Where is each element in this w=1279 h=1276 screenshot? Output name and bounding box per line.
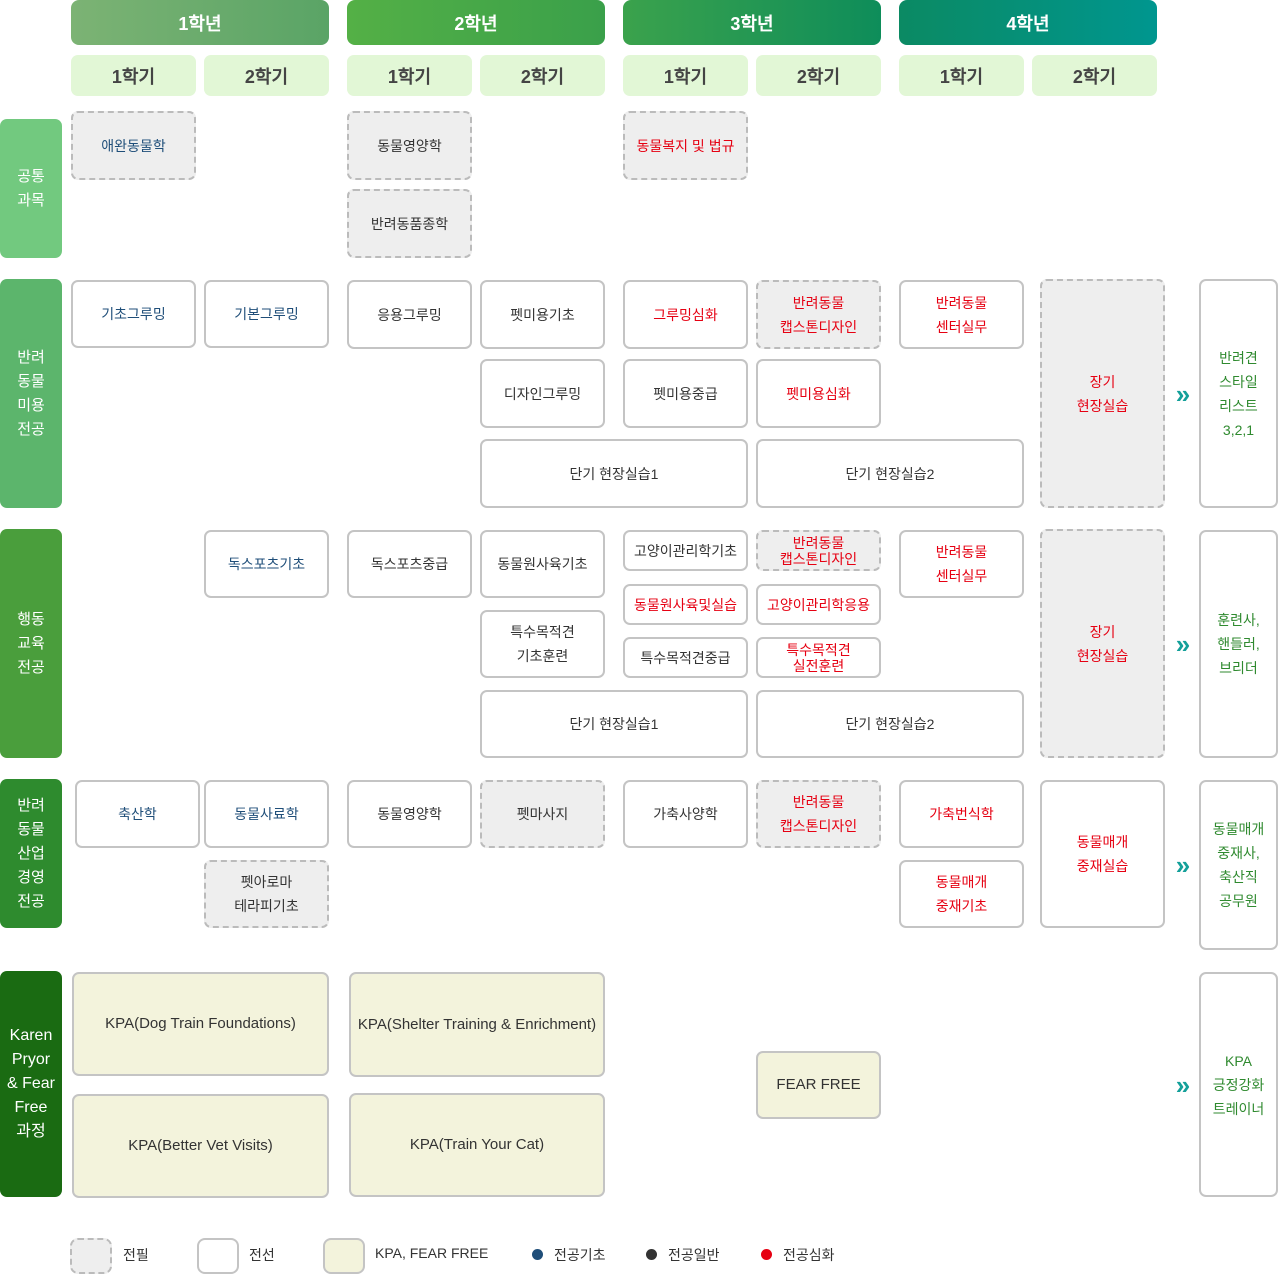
course: 장기 현장실습 — [1040, 279, 1165, 508]
semester-4-2: 2학기 — [1032, 55, 1157, 96]
course: 단기 현장실습2 — [756, 690, 1024, 758]
course: 단기 현장실습2 — [756, 439, 1024, 508]
course: 축산학 — [75, 780, 200, 848]
year-header-1: 1학년 — [71, 0, 329, 45]
legend-dot-basic — [532, 1249, 543, 1260]
course: 펫미용기초 — [480, 280, 605, 349]
course: 단기 현장실습1 — [480, 690, 748, 758]
semester-2-2: 2학기 — [480, 55, 605, 96]
course-kpa: KPA(Train Your Cat) — [349, 1093, 605, 1197]
double-chevron-right-icon: » — [1175, 379, 1191, 409]
legend-dot-general — [646, 1249, 657, 1260]
course: 기초그루밍 — [71, 280, 196, 348]
course: 동물사료학 — [204, 780, 329, 848]
course-fear-free: FEAR FREE — [756, 1051, 881, 1119]
legend-label: 전공심화 — [783, 1247, 835, 1263]
course: 반려동물 센터실무 — [899, 530, 1024, 598]
semester-1-2: 2학기 — [204, 55, 329, 96]
course: 고양이관리학기초 — [623, 530, 748, 571]
semester-1-1: 1학기 — [71, 55, 196, 96]
course: 독스포츠기초 — [204, 530, 329, 598]
course: 특수목적견 기초훈련 — [480, 610, 605, 678]
course: 가축번식학 — [899, 780, 1024, 848]
course: 가축사양학 — [623, 780, 748, 848]
legend-swatch-required — [70, 1238, 112, 1274]
row-label-behavior: 행동 교육 전공 — [0, 529, 62, 758]
course: 동물영양학 — [347, 111, 472, 180]
career-result: KPA 긍정강화 트레이너 — [1199, 972, 1278, 1197]
row-label-industry: 반려 동물 산업 경영 전공 — [0, 779, 62, 928]
course: 동물영양학 — [347, 780, 472, 848]
course: 펫마사지 — [480, 780, 605, 848]
year-header-3: 3학년 — [623, 0, 881, 45]
double-chevron-right-icon: » — [1175, 1070, 1191, 1100]
course: 반려동품종학 — [347, 189, 472, 258]
career-result: 동물매개 중재사, 축산직 공무원 — [1199, 780, 1278, 950]
course: 펫아로마 테라피기초 — [204, 860, 329, 928]
course: 동물원사육기초 — [480, 530, 605, 598]
course: 펫미용심화 — [756, 359, 881, 428]
double-chevron-right-icon: » — [1175, 629, 1191, 659]
course: 반려동물 캡스톤디자인 — [756, 280, 881, 349]
row-label-common: 공통 과목 — [0, 119, 62, 258]
course: 동물매개 중재실습 — [1040, 780, 1165, 928]
semester-4-1: 1학기 — [899, 55, 1024, 96]
legend-swatch-elective — [197, 1238, 239, 1274]
course-kpa: KPA(Dog Train Foundations) — [72, 972, 329, 1076]
course: 단기 현장실습1 — [480, 439, 748, 508]
course: 동물원사육및실습 — [623, 584, 748, 625]
course: 동물매개 중재기초 — [899, 860, 1024, 928]
course: 고양이관리학응용 — [756, 584, 881, 625]
double-chevron-right-icon: » — [1175, 850, 1191, 880]
career-result: 훈련사, 핸들러, 브리더 — [1199, 530, 1278, 758]
course: 디자인그루밍 — [480, 359, 605, 428]
year-header-2: 2학년 — [347, 0, 605, 45]
course: 기본그루밍 — [204, 280, 329, 348]
semester-2-1: 1학기 — [347, 55, 472, 96]
course: 특수목적견 실전훈련 — [756, 637, 881, 678]
course: 펫미용중급 — [623, 359, 748, 428]
legend-label: 전선 — [249, 1247, 275, 1263]
course: 장기 현장실습 — [1040, 529, 1165, 758]
legend-label: KPA, FEAR FREE — [375, 1245, 489, 1261]
legend-dot-advanced — [761, 1249, 772, 1260]
semester-3-1: 1학기 — [623, 55, 748, 96]
row-label-kpa: Karen Pryor & Fear Free 과정 — [0, 971, 62, 1197]
career-result: 반려견 스타일 리스트 3,2,1 — [1199, 279, 1278, 508]
course: 특수목적견중급 — [623, 637, 748, 678]
course: 응용그루밍 — [347, 280, 472, 349]
legend-swatch-kpa — [323, 1238, 365, 1274]
legend-label: 전공일반 — [668, 1247, 720, 1263]
semester-3-2: 2학기 — [756, 55, 881, 96]
course: 동물복지 및 법규 — [623, 111, 748, 180]
course: 반려동물 캡스톤디자인 — [756, 780, 881, 848]
legend-label: 전공기초 — [554, 1247, 606, 1263]
course: 반려동물 센터실무 — [899, 280, 1024, 349]
course: 독스포츠중급 — [347, 530, 472, 598]
course: 애완동물학 — [71, 111, 196, 180]
row-label-grooming: 반려 동물 미용 전공 — [0, 279, 62, 508]
course-kpa: KPA(Shelter Training & Enrichment) — [349, 972, 605, 1077]
legend-label: 전필 — [123, 1247, 149, 1263]
course: 그루밍심화 — [623, 280, 748, 349]
year-header-4: 4학년 — [899, 0, 1157, 45]
course-kpa: KPA(Better Vet Visits) — [72, 1094, 329, 1198]
course: 반려동물 캡스톤디자인 — [756, 530, 881, 571]
